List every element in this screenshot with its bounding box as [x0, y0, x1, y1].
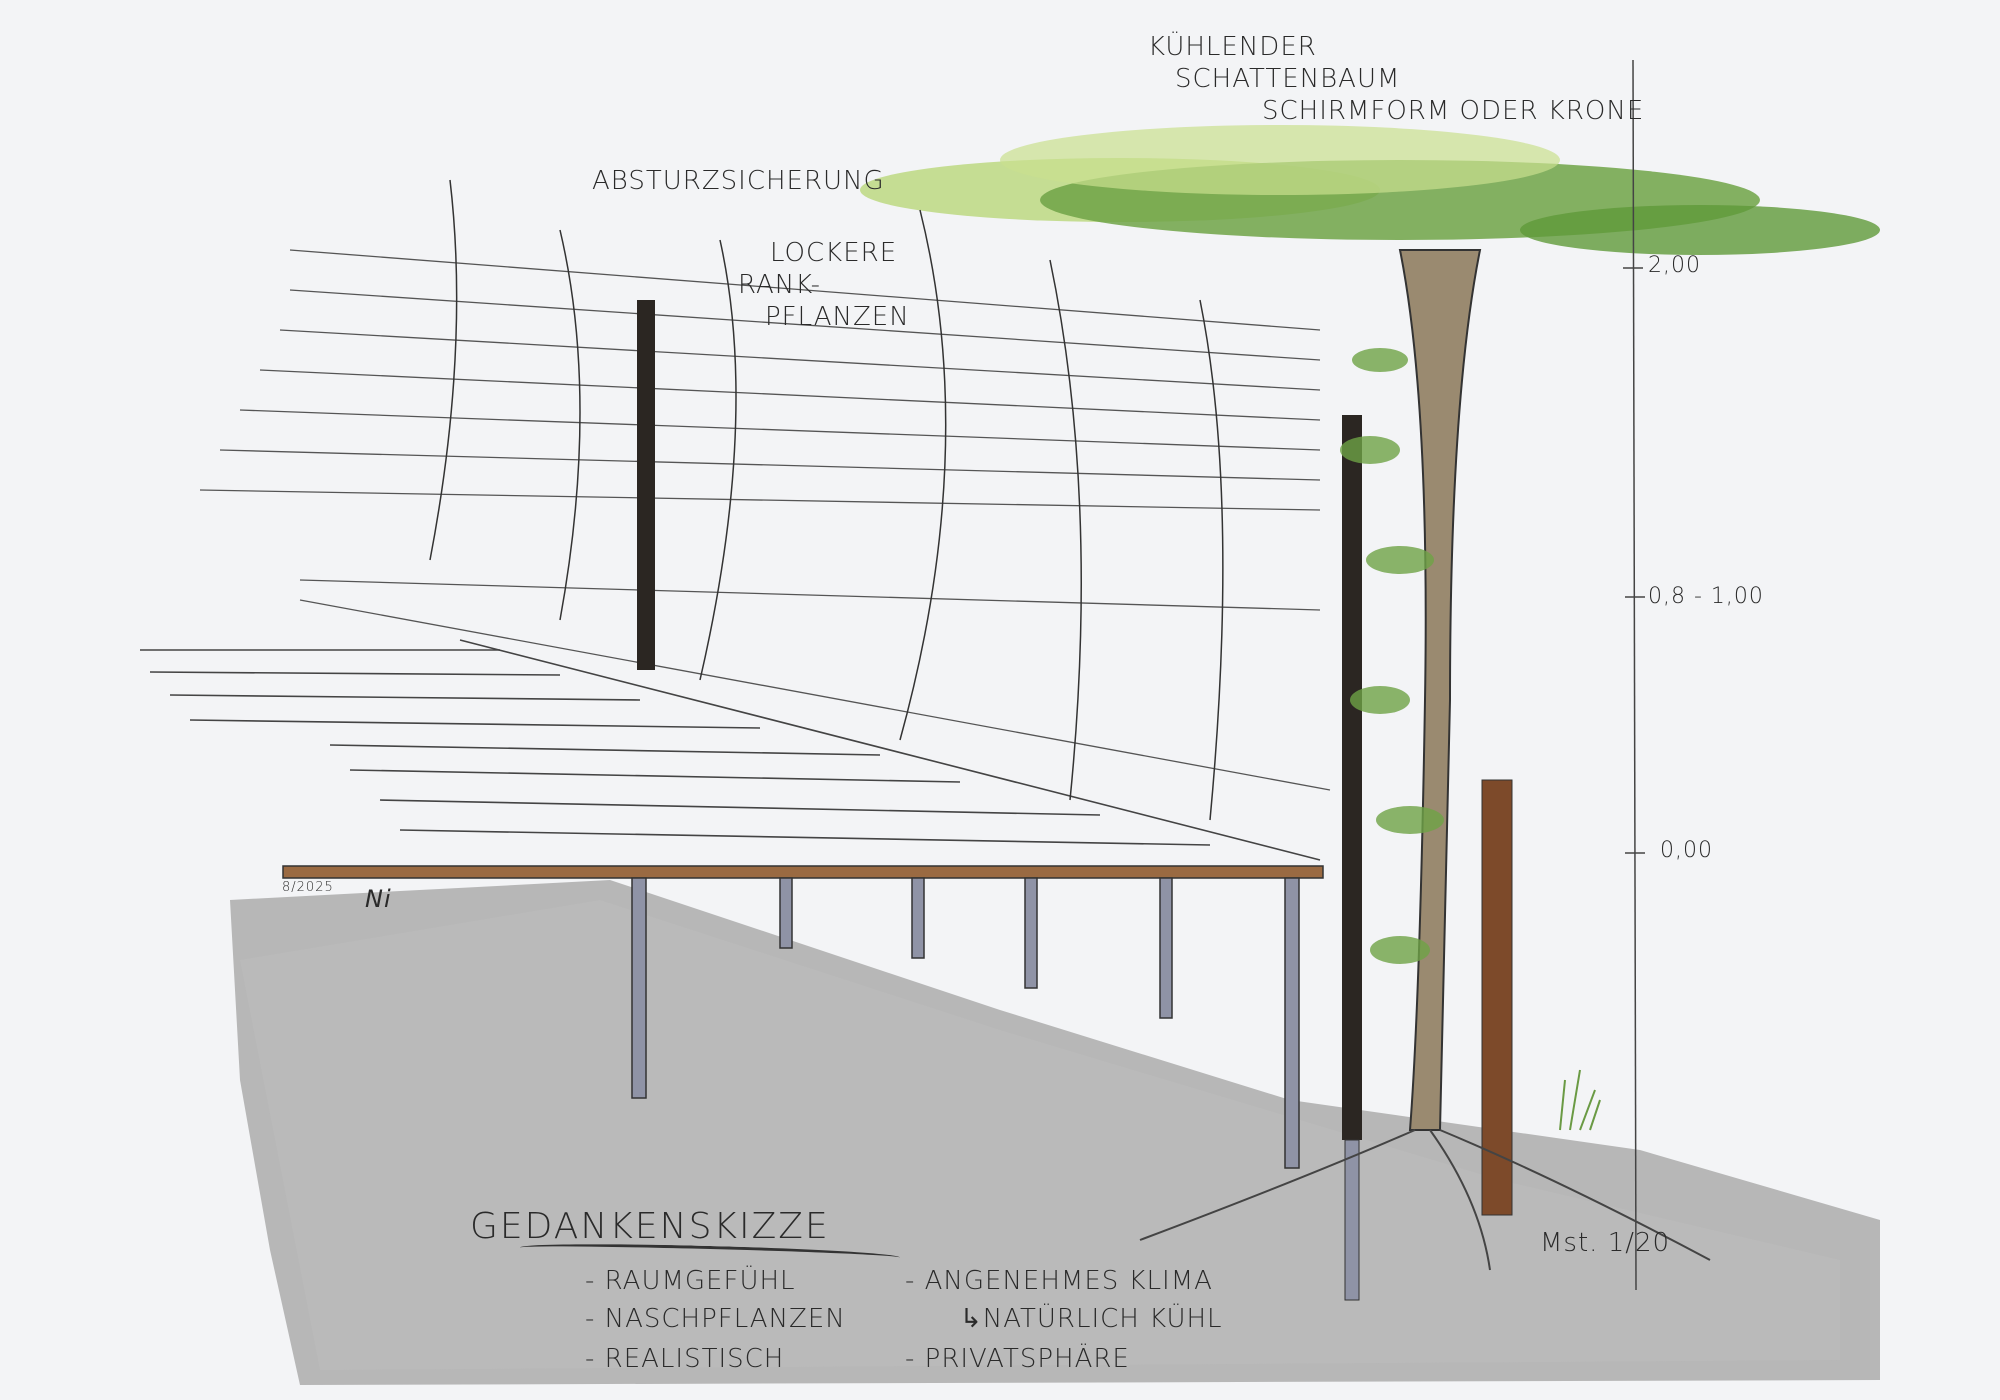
wooden-post [1481, 779, 1513, 1216]
note-item: ↳NATÜRLICH KÜHL [960, 1304, 1223, 1334]
tree-trunk [1398, 249, 1482, 1131]
tree-canopy [860, 125, 1880, 255]
level-label: 0,8 - 1,00 [1648, 584, 1764, 609]
climbing-plants [429, 179, 1224, 821]
climbers-label-line3: PFLANZEN [765, 302, 910, 332]
tree-label-line3: SCHIRMFORM ODER KRONE [1262, 96, 1645, 126]
note-item: - RAUMGEFÜHL [585, 1266, 796, 1296]
tree-roots [1139, 1129, 1711, 1271]
signature-date: 8/2025 [282, 880, 334, 895]
note-item: - ANGENEHMES KLIMA [905, 1266, 1213, 1296]
railing-post [637, 300, 655, 670]
climbers-label-line2: RANK- [738, 270, 821, 300]
grass-tuft [1559, 1069, 1601, 1131]
screw-foundations [631, 877, 1300, 1169]
fence-lines [199, 249, 1331, 791]
deck-beam [282, 865, 1324, 879]
scale-label: Mst. 1/20 [1540, 1228, 1671, 1258]
level-label: 0,00 [1660, 838, 1713, 863]
note-item: - PRIVATSPHÄRE [905, 1344, 1130, 1374]
screw-foundation [1344, 1139, 1360, 1301]
level-label: 2,00 [1648, 253, 1701, 278]
deck-planks [140, 639, 1321, 861]
climbers-label-line1: LOCKERE [770, 238, 898, 268]
railing-post [1342, 415, 1362, 1140]
climber-foliage [1340, 348, 1444, 964]
note-item: - NASCHPFLANZEN [585, 1304, 846, 1334]
dimension-line [1632, 59, 1637, 1291]
notes-title: GEDANKENSKIZZE [470, 1206, 830, 1247]
note-item: - REALISTISCH [585, 1344, 785, 1374]
tree-label-line1: KÜHLENDER [1148, 32, 1317, 62]
tree-label-line2: SCHATTENBAUM [1175, 64, 1401, 94]
railing-label: ABSTURZSICHERUNG [592, 166, 885, 196]
signature-initials: Ni [365, 885, 392, 913]
ground-shading-light [240, 900, 1840, 1370]
